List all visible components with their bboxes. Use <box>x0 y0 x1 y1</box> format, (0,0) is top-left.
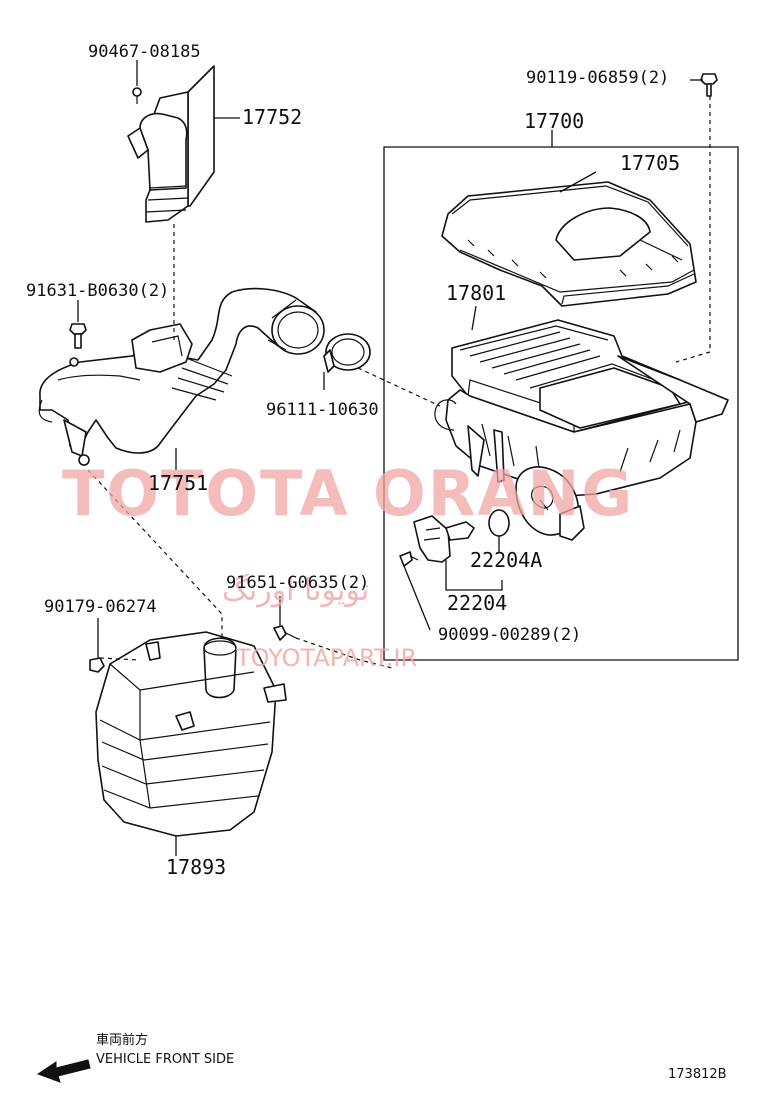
label-90119-06859: 90119-06859(2) <box>526 68 669 88</box>
alignment-lines <box>87 96 711 669</box>
label-22204: 22204 <box>447 591 507 615</box>
air-cleaner-cap-17705 <box>441 181 697 307</box>
maf-sensor-22204 <box>413 515 475 563</box>
label-17893: 17893 <box>166 855 226 879</box>
intake-hose-17751 <box>38 287 325 466</box>
watermark: TOTOTA ORANG تویوتا اورنگ TOYOTAPART.IR <box>62 457 634 672</box>
watermark-main: TOTOTA ORANG <box>62 457 634 530</box>
bolt-91651 <box>273 625 297 641</box>
intake-duct-17752 <box>127 65 215 223</box>
filter-element-17801 <box>451 319 689 433</box>
label-17752: 17752 <box>242 105 302 129</box>
clamp-96111 <box>323 333 371 373</box>
front-side-jp: 車両前方 <box>96 1032 148 1048</box>
resonator-17893 <box>95 631 287 837</box>
nut-90179 <box>89 657 105 673</box>
diagram-code: 173812B <box>668 1067 727 1082</box>
label-90179-06274: 90179-06274 <box>44 597 157 617</box>
air-cleaner-case <box>434 355 729 541</box>
watermark-url: TOYOTAPART.IR <box>235 644 417 672</box>
leader-lines <box>77 60 703 856</box>
watermark-persian: تویوتا اورنگ <box>222 573 369 608</box>
assembly-box-17700 <box>383 146 739 661</box>
label-96111-10630: 96111-10630 <box>266 400 379 420</box>
label-90467-08185: 90467-08185 <box>88 42 201 62</box>
front-direction-indicator: 車両前方 VEHICLE FRONT SIDE <box>36 1032 234 1083</box>
label-91631-b0630: 91631-B0630(2) <box>26 281 169 301</box>
part-labels: 90467-08185 17752 90119-06859(2) 17700 1… <box>26 42 680 879</box>
bolt-91631 <box>69 323 87 349</box>
label-22204a: 22204A <box>470 548 542 572</box>
screw-90099 <box>399 551 419 567</box>
label-90099-00289: 90099-00289(2) <box>438 625 581 645</box>
front-arrow-icon <box>36 1059 91 1083</box>
label-17801: 17801 <box>446 281 506 305</box>
label-17751: 17751 <box>148 471 208 495</box>
label-17705: 17705 <box>620 151 680 175</box>
label-17700: 17700 <box>524 109 584 133</box>
front-side-en: VEHICLE FRONT SIDE <box>96 1052 234 1067</box>
bolt-90119 <box>700 73 718 97</box>
label-91651-g0635: 91651-G0635(2) <box>226 573 369 593</box>
